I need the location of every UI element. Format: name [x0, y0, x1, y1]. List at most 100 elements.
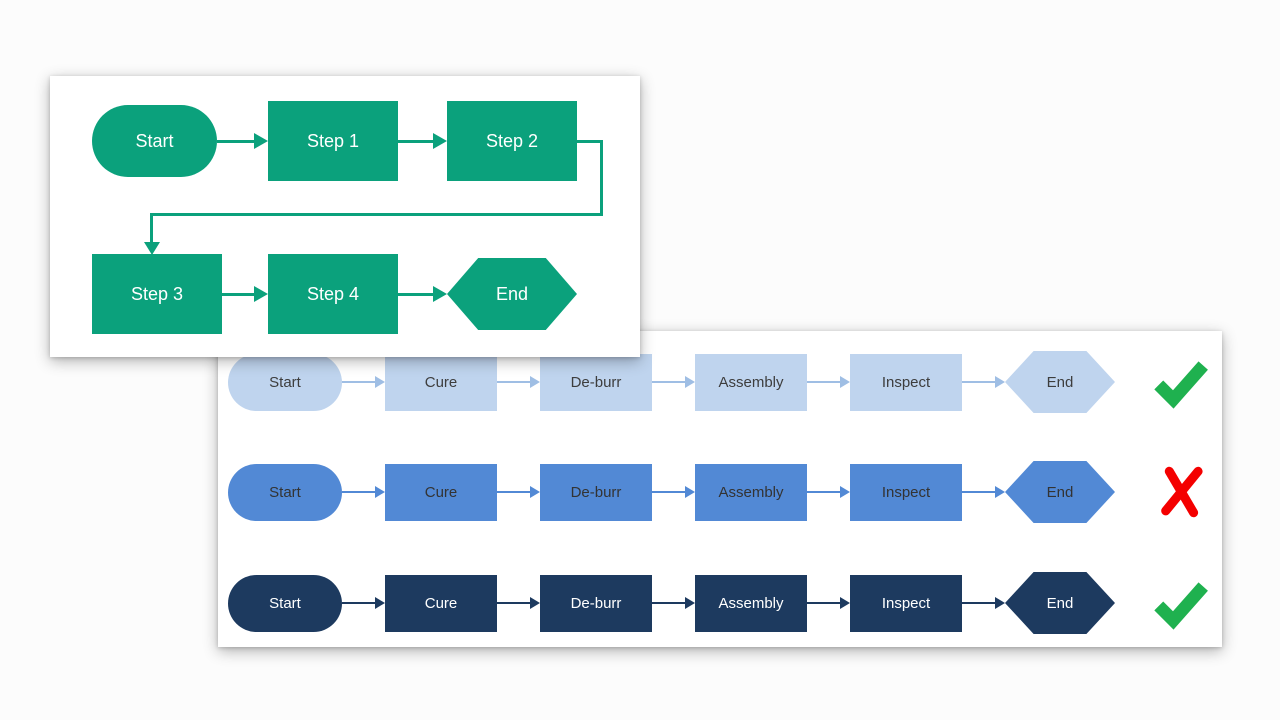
- flow-node-label: Inspect: [881, 594, 931, 612]
- flow-node-assembly: Assembly: [695, 574, 807, 632]
- flow-node-label: De-burr: [570, 373, 622, 391]
- flow-node-label: End: [1046, 483, 1074, 501]
- flow-node-label: End: [495, 283, 529, 304]
- arrow-right-icon: [652, 486, 695, 498]
- flow-node-cure: Cure: [385, 353, 497, 411]
- arrow-line: [652, 491, 685, 493]
- arrow-right-icon: [497, 486, 540, 498]
- arrow-right-icon: [807, 486, 850, 498]
- arrow-line: [398, 292, 433, 296]
- arrow-right-icon: [342, 486, 385, 498]
- flow-node-start: Start: [228, 463, 342, 521]
- flow-node-label: Start: [135, 130, 174, 151]
- arrow-head: [375, 597, 385, 609]
- flow-node-assembly: Assembly: [695, 463, 807, 521]
- arrow-line: [807, 602, 840, 604]
- arrow-line: [807, 381, 840, 383]
- flow-node-label: End: [1046, 594, 1074, 612]
- arrow-down-head: [144, 242, 160, 255]
- flow-node-label: De-burr: [570, 594, 622, 612]
- arrow-head: [530, 486, 540, 498]
- arrow-line: [497, 602, 530, 604]
- arrow-head: [685, 597, 695, 609]
- arrow-line: [342, 491, 375, 493]
- flow-node-label: Inspect: [881, 373, 931, 391]
- flow-node-step4: Step 4: [268, 254, 398, 334]
- flow-node-deburr: De-burr: [540, 353, 652, 411]
- arrow-head: [840, 486, 850, 498]
- flow-node-label: Step 2: [485, 130, 539, 151]
- flow-node-label: Assembly: [718, 373, 784, 391]
- arrow-line: [652, 381, 685, 383]
- arrow-right-icon: [497, 597, 540, 609]
- x-icon: [1161, 466, 1203, 518]
- flow-node-inspect: Inspect: [850, 353, 962, 411]
- flow-node-label: Cure: [424, 483, 458, 501]
- arrow-right-icon: [652, 376, 695, 388]
- arrow-right-icon: [807, 597, 850, 609]
- arrow-head: [433, 133, 447, 149]
- arrow-head: [840, 597, 850, 609]
- arrow-head: [530, 376, 540, 388]
- check-icon: [1154, 361, 1208, 409]
- arrow-line: [962, 602, 995, 604]
- arrow-right-icon: [962, 597, 1005, 609]
- arrow-head: [685, 376, 695, 388]
- flow-node-end: End: [1005, 461, 1115, 523]
- arrow-right-icon: [962, 376, 1005, 388]
- elbow-connector-segment: [150, 213, 603, 216]
- arrow-line: [497, 381, 530, 383]
- flow-node-cure: Cure: [385, 463, 497, 521]
- comparison-flowcharts-panel: Start Cure De-burr Assembly Inspect End: [218, 331, 1222, 647]
- arrow-right-icon: [497, 376, 540, 388]
- flow-node-step1: Step 1: [268, 101, 398, 181]
- flow-node-label: Inspect: [881, 483, 931, 501]
- flow-node-step2: Step 2: [447, 101, 577, 181]
- check-icon: [1154, 582, 1208, 630]
- arrow-right-icon: [217, 133, 268, 149]
- flow-node-step3: Step 3: [92, 254, 222, 334]
- flow-row-light-blue: Start Cure De-burr Assembly Inspect End: [228, 351, 1211, 413]
- arrow-head: [375, 486, 385, 498]
- arrow-head: [375, 376, 385, 388]
- elbow-connector-segment: [577, 140, 603, 143]
- arrow-right-icon: [398, 286, 447, 302]
- arrow-head: [530, 597, 540, 609]
- arrow-line: [222, 292, 254, 296]
- arrow-head: [840, 376, 850, 388]
- arrow-head: [995, 376, 1005, 388]
- flow-node-label: Assembly: [718, 594, 784, 612]
- flow-row-medium-blue: Start Cure De-burr Assembly Inspect End: [228, 461, 1211, 523]
- flow-node-start: Start: [228, 574, 342, 632]
- result-pass-badge: [1151, 573, 1211, 633]
- flow-node-label: Step 1: [306, 130, 360, 151]
- arrow-head: [995, 486, 1005, 498]
- arrow-right-icon: [222, 286, 268, 302]
- arrow-line: [962, 381, 995, 383]
- flow-node-label: Assembly: [718, 483, 784, 501]
- flow-node-label: Cure: [424, 373, 458, 391]
- arrow-line: [342, 381, 375, 383]
- arrow-line: [652, 602, 685, 604]
- arrow-line: [342, 602, 375, 604]
- flow-node-label: Step 3: [130, 283, 184, 304]
- flow-node-deburr: De-burr: [540, 574, 652, 632]
- arrow-right-icon: [398, 133, 447, 149]
- flow-node-start: Start: [228, 353, 342, 411]
- flow-node-end: End: [1005, 351, 1115, 413]
- flow-node-label: Start: [269, 373, 301, 391]
- flow-node-inspect: Inspect: [850, 574, 962, 632]
- flow-node-assembly: Assembly: [695, 353, 807, 411]
- elbow-connector-segment: [600, 140, 603, 216]
- arrow-head: [685, 486, 695, 498]
- arrow-line: [962, 491, 995, 493]
- flow-row-dark-navy: Start Cure De-burr Assembly Inspect End: [228, 572, 1211, 634]
- arrow-line: [398, 139, 433, 143]
- arrow-right-icon: [652, 597, 695, 609]
- elbow-connector-segment: [150, 213, 153, 244]
- arrow-line: [217, 139, 254, 143]
- flow-node-label: Start: [269, 594, 301, 612]
- result-pass-badge: [1151, 352, 1211, 412]
- flow-node-deburr: De-burr: [540, 463, 652, 521]
